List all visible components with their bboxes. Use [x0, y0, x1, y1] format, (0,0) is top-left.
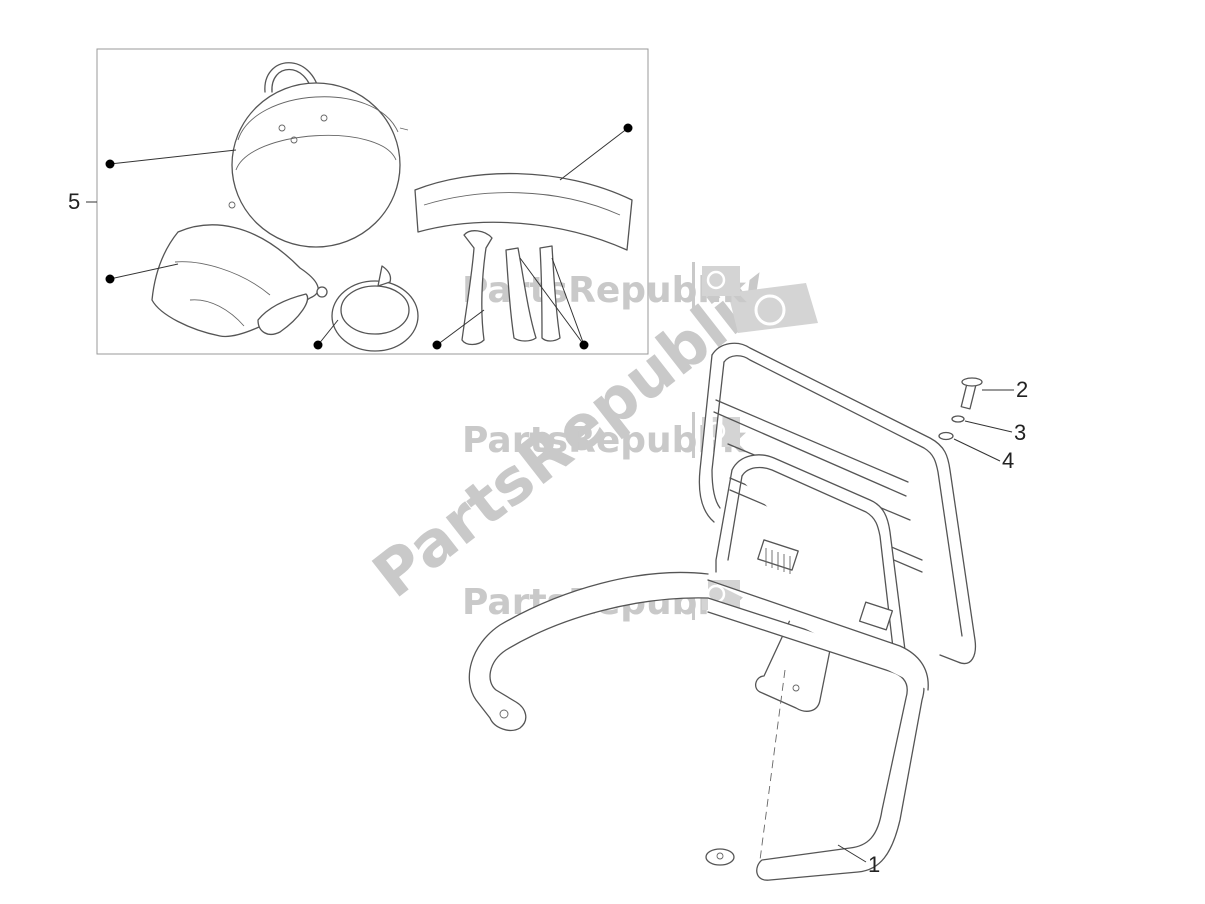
watermark-diagonal-icon	[728, 283, 818, 333]
long-strap-drawing	[414, 172, 633, 251]
rear-rack-drawing	[468, 342, 977, 881]
clips-drawing	[461, 230, 561, 346]
bag-cover-drawing	[151, 224, 328, 338]
callout-4: 4	[1002, 448, 1014, 473]
watermark-text: PartsRepublik	[462, 420, 747, 461]
gear-icon	[706, 270, 726, 290]
callout-1: 1	[868, 852, 880, 877]
strap-ring-drawing	[331, 265, 419, 352]
callout-2: 2	[1016, 377, 1028, 402]
callout-5: 5	[68, 189, 80, 214]
watermark-1: PartsRepublik	[462, 262, 747, 311]
round-bag-drawing	[228, 62, 409, 248]
hardware-drawing	[938, 377, 983, 441]
gear-icon	[754, 294, 786, 326]
callout-3: 3	[1014, 420, 1026, 445]
